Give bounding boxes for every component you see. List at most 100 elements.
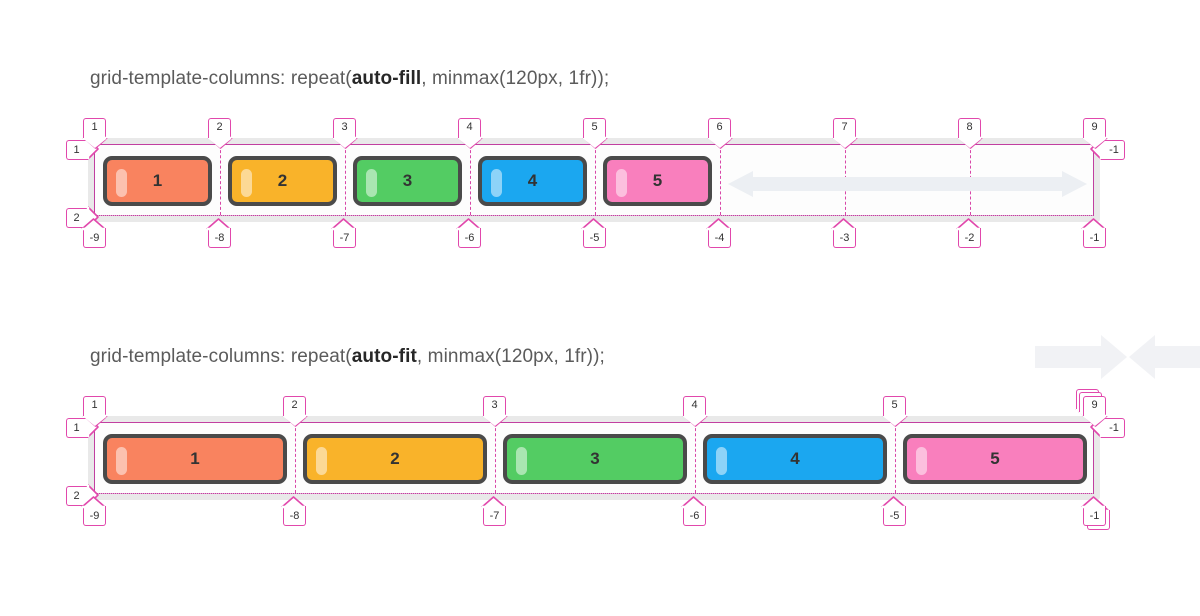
caption-suffix: , minmax(120px, 1fr)); [416,346,605,367]
grid-item-label: 5 [990,449,1000,468]
column-separator [720,145,721,215]
arrow-bar [752,177,1063,191]
column-line-badge-top-4: 4 [683,396,708,427]
column-line-badge-bottom--3-label: -3 [839,232,850,244]
grid-item-label: 4 [527,171,538,190]
column-line-badge-bottom--7: -7 [331,218,356,248]
column-line-badge-bottom--6-label: -6 [464,232,475,244]
item-gloss-highlight [116,169,127,197]
column-line-badge-top-9-label: 9 [1091,121,1098,133]
column-line-badge-bottom--9-label: -9 [89,510,100,522]
column-line-badge-top-9: 9 [1083,396,1108,427]
grid-item-label: 4 [790,449,800,468]
column-line-badge-top-6: 6 [708,118,733,149]
column-line-badge-top-2-label: 2 [216,121,223,133]
badge-pointer [583,136,608,149]
column-line-badge-bottom--7: -7 [481,496,506,526]
badge-pointer [958,136,983,149]
badge-pointer [831,218,856,231]
column-line-badge-top-7-label: 7 [841,121,848,133]
column-line-badge-top-2-label: 2 [291,399,298,411]
grid-item-label: 3 [590,449,600,468]
column-line-badge-bottom--7-label: -7 [489,510,500,522]
column-line-badge-bottom--6: -6 [456,218,481,248]
column-line-badge-bottom--5: -5 [581,218,606,248]
caption-suffix: , minmax(120px, 1fr)); [421,68,610,89]
row-separator [95,215,1093,216]
badge-pointer [208,136,233,149]
item-gloss-highlight [516,447,527,475]
column-line-badge-bottom--5-label: -5 [589,232,600,244]
column-line-badge-top-8-label: 8 [966,121,973,133]
column-line-badge-top-6-label: 6 [716,121,723,133]
column-line-badge-top-4-label: 4 [466,121,473,133]
grid-inner-auto-fit: 1 2 3 4 5 [94,422,1094,494]
row-line-badge-1-label: 1 [73,421,80,434]
badge-pointer [333,136,358,149]
grid-item-1: 1 [103,434,287,484]
grid-item-3: 3 [503,434,687,484]
column-line-badge-bottom--6: -6 [681,496,706,526]
column-line-badge-bottom--9-label: -9 [89,232,100,244]
badge-pointer [83,414,108,427]
item-gloss-highlight [366,169,377,197]
caption-auto-fill: grid-template-columns: repeat(auto-fill,… [90,68,609,90]
badge-pointer [331,218,356,231]
caption-auto-fit: grid-template-columns: repeat(auto-fit, … [90,346,605,368]
column-line-badge-top-3-label: 3 [341,121,348,133]
column-separator [495,423,496,493]
badge-pointer [833,136,858,149]
column-line-badge-bottom--4: -4 [706,218,731,248]
column-line-badge-bottom--2: -2 [956,218,981,248]
column-line-badge-top-5: 5 [883,396,908,427]
arrow-head-right [1062,171,1087,197]
column-line-badge-top-5: 5 [583,118,608,149]
grid-item-label: 2 [277,171,288,190]
column-line-badge-bottom--3: -3 [831,218,856,248]
column-separator [595,145,596,215]
grid-item-2: 2 [303,434,487,484]
column-line-badge-top-2: 2 [208,118,233,149]
column-line-badge-bottom--1: -1 [1081,218,1106,248]
column-line-badge-top-9-label: 9 [1091,399,1098,411]
item-gloss-highlight [241,169,252,197]
empty-tracks-span-arrow [728,171,1087,197]
column-line-badge-bottom--8: -8 [281,496,306,526]
column-line-badge-bottom--9: -9 [81,496,106,526]
badge-pointer [283,414,308,427]
column-line-badge-top-1: 1 [83,396,108,427]
column-line-badge-top-3: 3 [333,118,358,149]
caption-keyword: auto-fit [351,346,417,367]
grid-item-1: 1 [103,156,212,206]
badge-pointer [483,414,508,427]
row-line-badge-1-label: 1 [73,143,80,156]
badge-pointer [83,136,108,149]
badge-pointer [281,496,306,509]
column-line-badge-bottom--4-label: -4 [714,232,725,244]
column-line-badge-top-1-label: 1 [91,121,98,133]
caption-prefix: grid-template-columns: repeat( [90,68,352,89]
badge-pointer [681,496,706,509]
item-gloss-highlight [316,447,327,475]
badge-pointer [683,414,708,427]
column-line-badge-top-2: 2 [283,396,308,427]
column-line-badge-top-1: 1 [83,118,108,149]
item-gloss-highlight [916,447,927,475]
column-line-badge-top-3-label: 3 [491,399,498,411]
column-line-badge-bottom--5: -5 [881,496,906,526]
grid-item-label: 1 [190,449,200,468]
column-line-badge-top-8: 8 [958,118,983,149]
badge-pointer [708,136,733,149]
column-line-badge-top-3: 3 [483,396,508,427]
grid-item-4: 4 [703,434,887,484]
grid-item-4: 4 [478,156,587,206]
badge-pointer [1081,218,1106,231]
row-line-badge-minus1-label: -1 [1109,421,1119,434]
column-line-badge-bottom--8-label: -8 [214,232,225,244]
column-line-badge-bottom--1: -1 [1081,496,1106,526]
grid-item-label: 3 [402,171,413,190]
badge-pointer [1083,414,1108,427]
column-separator [345,145,346,215]
